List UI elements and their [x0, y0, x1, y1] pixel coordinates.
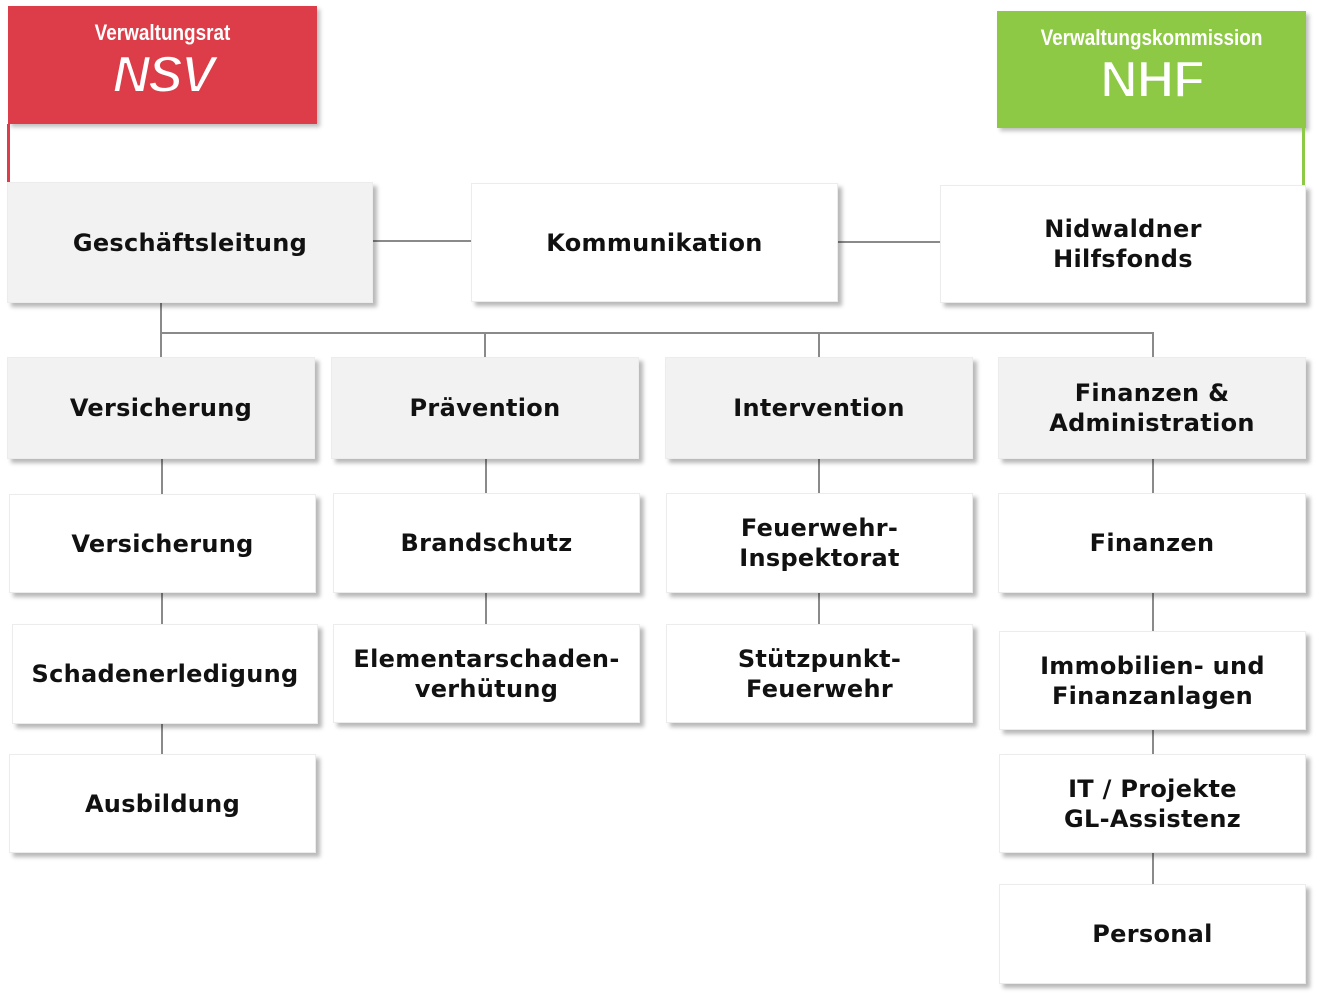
nsv-logo-text: NSV: [112, 48, 219, 100]
box-kommunikation: Kommunikation: [471, 183, 838, 302]
box-unit-versicherung: Versicherung: [9, 494, 316, 593]
connector-horizontal-bus: [160, 332, 1154, 334]
connector-gl-down: [160, 303, 162, 357]
verwaltungsrat-label: Verwaltungsrat: [94, 20, 231, 45]
box-unit-immobilien-finanzanlagen: Immobilien- und Finanzanlagen: [999, 631, 1306, 730]
connector-gl-kommunikation: [373, 240, 471, 242]
connector-col2-2: [485, 593, 487, 624]
nhf-logo: NHF: [1099, 53, 1206, 105]
header-verwaltungsrat: Verwaltungsrat NSV: [8, 6, 317, 124]
connector-bus-praevention: [484, 332, 486, 357]
connector-bus-finanzen: [1152, 332, 1154, 357]
box-dept-versicherung: Versicherung: [7, 357, 315, 459]
connector-nsv: [7, 124, 10, 182]
verwaltungskommission-label: Verwaltungskommission: [1040, 25, 1263, 50]
box-unit-it-projekte-gl-assistenz: IT / Projekte GL-Assistenz: [999, 754, 1306, 853]
box-dept-finanzen-administration: Finanzen & Administration: [998, 357, 1306, 459]
box-geschaeftsleitung: Geschäftsleitung: [7, 182, 373, 303]
connector-kommunikation-nhf: [838, 241, 940, 243]
connector-bus-intervention: [818, 332, 820, 357]
connector-nhf: [1302, 128, 1305, 185]
nsv-logo: NSV: [111, 48, 222, 100]
connector-col4-3: [1152, 730, 1154, 754]
header-verwaltungskommission: Verwaltungskommission NHF: [997, 11, 1306, 128]
box-unit-finanzen: Finanzen: [998, 493, 1306, 593]
box-unit-stuetzpunkt-feuerwehr: Stützpunkt- Feuerwehr: [666, 624, 973, 723]
box-dept-intervention: Intervention: [665, 357, 973, 459]
box-unit-brandschutz: Brandschutz: [333, 493, 640, 593]
connector-col1-3: [161, 724, 163, 754]
box-unit-ausbildung: Ausbildung: [9, 754, 316, 853]
connector-col4-1: [1152, 459, 1154, 493]
connector-col4-2: [1152, 593, 1154, 631]
box-unit-feuerwehr-inspektorat: Feuerwehr- Inspektorat: [666, 493, 973, 593]
box-unit-elementarschadenverhuetung: Elementarschaden- verhütung: [333, 624, 640, 723]
box-nidwaldner-hilfsfonds: Nidwaldner Hilfsfonds: [940, 185, 1306, 303]
box-unit-schadenerledigung: Schadenerledigung: [12, 624, 318, 724]
connector-col1-2: [161, 593, 163, 624]
connector-col4-4: [1152, 853, 1154, 884]
connector-col3-2: [818, 593, 820, 624]
connector-col2-1: [485, 459, 487, 493]
nhf-logo-text: NHF: [1100, 53, 1204, 105]
connector-col1-1: [161, 459, 163, 494]
box-unit-personal: Personal: [999, 884, 1306, 984]
box-dept-praevention: Prävention: [331, 357, 639, 459]
connector-col3-1: [818, 459, 820, 493]
